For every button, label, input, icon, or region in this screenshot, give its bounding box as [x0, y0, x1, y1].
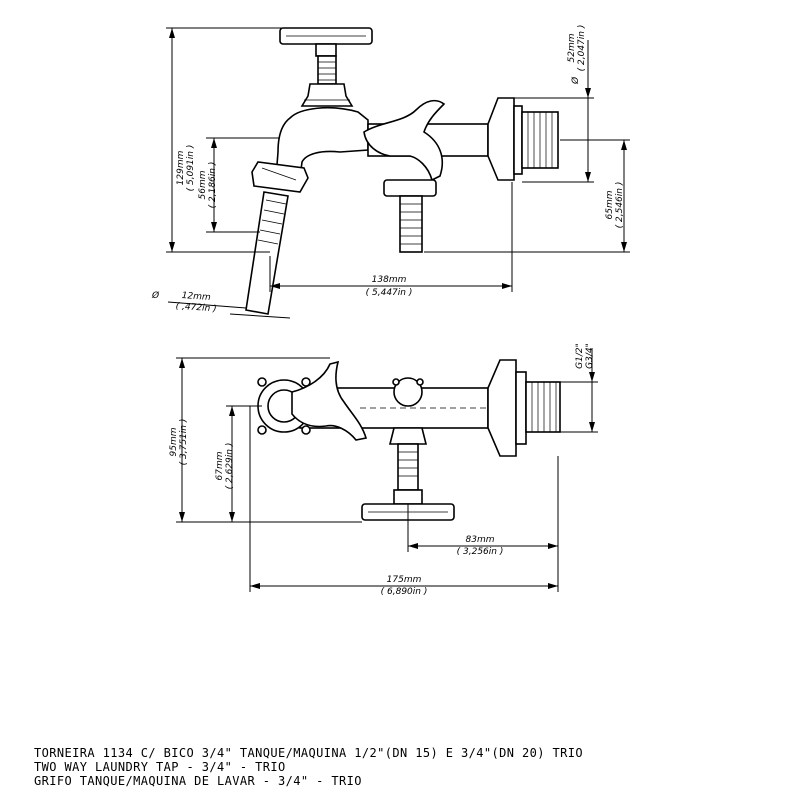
angled-hose-spout	[245, 191, 289, 315]
dim-65-mm: 65mm	[605, 190, 615, 219]
dim-67-mm: 67mm	[215, 451, 225, 480]
bottom-view: 95mm ( 3,751in ) 67mm ( 2,629in ) G1/2" …	[169, 343, 598, 597]
wall-flange-plan	[487, 359, 517, 457]
dim-52-in: ( 2,047in )	[577, 25, 587, 72]
dim-67-in: ( 2,629in )	[225, 443, 235, 490]
dim-95-mm: 95mm	[169, 427, 179, 456]
dim-138-in: ( 5,447in )	[366, 288, 413, 298]
caption-line-2: TWO WAY LAUNDRY TAP - 3/4" - TRIO	[34, 760, 286, 774]
drawing-caption: TORNEIRA 1134 C/ BICO 3/4" TANQUE/MAQUIN…	[34, 746, 583, 788]
dim-56-mm: 56mm	[198, 170, 208, 199]
dim-56-in: ( 2,186in )	[208, 162, 218, 209]
wall-flange	[487, 97, 515, 181]
dim-129-in: ( 5,091in )	[186, 145, 196, 192]
dim-83-mm: 83mm	[466, 535, 495, 545]
dim-65-in: ( 2,546in )	[615, 182, 625, 229]
caption-line-1: TORNEIRA 1134 C/ BICO 3/4" TANQUE/MAQUIN…	[34, 746, 583, 760]
thread-g34-label: G3/4"	[585, 343, 595, 369]
caption-line-3: GRIFO TANQUE/MAQUINA DE LAVAR - 3/4" - T…	[34, 774, 362, 788]
dim-52-mm: 52mm	[567, 33, 577, 62]
dim-175-in: ( 6,890in )	[381, 587, 428, 597]
lever-handle	[363, 99, 446, 182]
top-view: 129mm ( 5,091in ) 56mm ( 2,186in ) 52mm …	[151, 25, 630, 319]
diameter-symbol-12: Ø	[151, 290, 160, 301]
lever-handle-plan	[291, 360, 368, 441]
top-bonnet	[300, 83, 354, 107]
dim-12-in: ( ,472in )	[175, 302, 217, 315]
dim-129-mm: 129mm	[176, 150, 186, 185]
dim-12-mm: 12mm	[181, 291, 211, 303]
dim-175-mm: 175mm	[387, 575, 422, 585]
diameter-symbol-52: Ø	[570, 76, 581, 85]
dim-83-in: ( 3,256in )	[457, 547, 504, 557]
middle-valve-ring	[393, 377, 423, 407]
tap-body	[275, 106, 369, 179]
dim-138-mm: 138mm	[372, 275, 407, 285]
lower-valve-stem	[397, 443, 419, 491]
wall-thread-plan	[525, 381, 561, 433]
dim-95-in: ( 3,751in )	[179, 419, 189, 466]
thread-g12-label: G1/2"	[575, 343, 585, 369]
lower-hose-nipple	[399, 195, 423, 253]
